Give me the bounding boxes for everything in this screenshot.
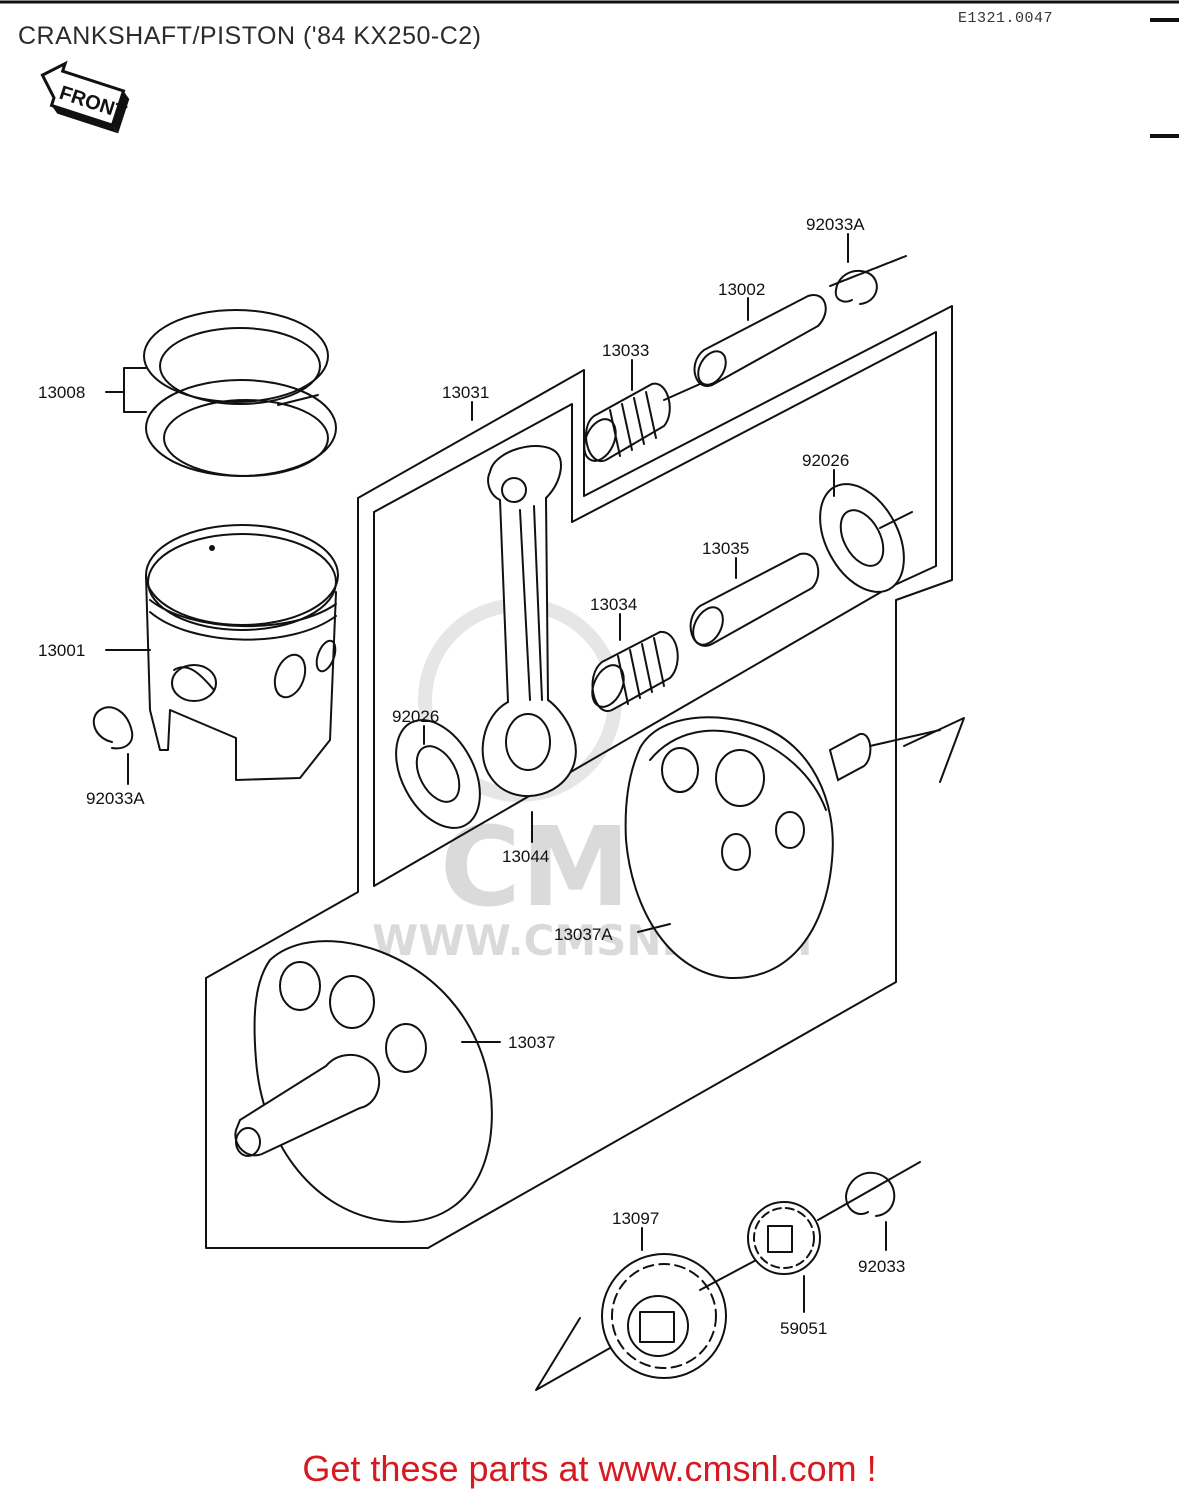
- label-59051: 59051: [780, 1319, 827, 1338]
- front-arrow-icon: FRONT: [40, 60, 130, 134]
- page-title: CRANKSHAFT/PISTON ('84 KX250-C2): [18, 22, 482, 50]
- label-13044: 13044: [502, 847, 549, 866]
- label-13097: 13097: [612, 1209, 659, 1228]
- crankpin: [689, 552, 820, 647]
- label-92026-left: 92026: [392, 707, 439, 726]
- piston-pin: [693, 255, 907, 387]
- circlip-left: [92, 706, 134, 750]
- sprocket: [747, 1161, 921, 1275]
- label-13008: 13008: [38, 383, 85, 402]
- footer-link[interactable]: Get these parts at www.cmsnl.com !: [302, 1448, 877, 1489]
- thrust-washer-right: [819, 483, 913, 593]
- thrust-washer-left: [395, 719, 481, 829]
- small-end-bearing: [583, 382, 701, 462]
- label-13033: 13033: [602, 341, 649, 360]
- big-end-bearing: [591, 630, 679, 712]
- piston: [145, 524, 339, 781]
- label-13031: 13031: [442, 383, 489, 402]
- crank-half-right: [624, 716, 965, 980]
- connecting-rod: [481, 444, 577, 798]
- assembly-outline-inner: [373, 331, 937, 887]
- label-13035: 13035: [702, 539, 749, 558]
- label-92026-right: 92026: [802, 451, 849, 470]
- label-13034: 13034: [590, 595, 637, 614]
- label-13002: 13002: [718, 280, 765, 299]
- assembly-outline-outer: [205, 305, 953, 1249]
- crank-half-left: [234, 940, 493, 1223]
- label-92033A-left: 92033A: [86, 789, 145, 808]
- primary-gear: [535, 1253, 761, 1391]
- label-13037: 13037: [508, 1033, 555, 1052]
- label-13037A: 13037A: [554, 925, 613, 944]
- circlip-top: [834, 269, 878, 305]
- piston-rings: [143, 309, 337, 477]
- circlip-crank: [845, 1171, 896, 1217]
- label-13001: 13001: [38, 641, 85, 660]
- leader-lines: [105, 233, 887, 1313]
- diagram-code: E1321.0047: [958, 10, 1054, 27]
- label-92033: 92033: [858, 1257, 905, 1276]
- label-92033A-top: 92033A: [806, 215, 865, 234]
